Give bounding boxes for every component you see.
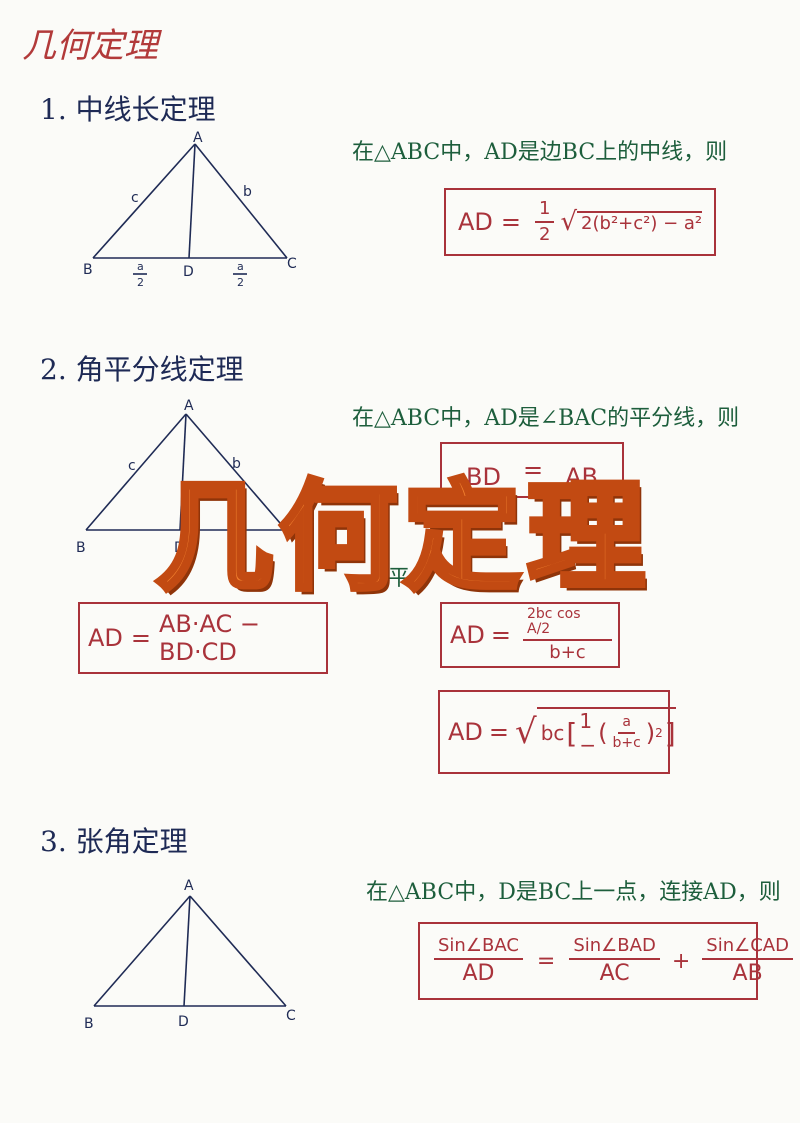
side-ab (85, 413, 187, 531)
length-lhs: AD (88, 624, 123, 652)
section-1-triangle-diagram: A B C D c b a 2 a 2 (83, 130, 297, 289)
vertex-c-label: C (286, 1008, 296, 1024)
formula-coef-fraction: 1 2 (535, 199, 555, 245)
bisector-ratio-formula-box: BD = AB (440, 442, 624, 498)
coef-den: 2 (539, 224, 551, 245)
bisector-sqrt-formula-box: AD = √ bc [ 1 − ( a b+c ) 2 ] (438, 690, 676, 774)
term-3-den: AB (732, 960, 763, 986)
point-d-label: D (183, 264, 194, 280)
sqrt-sign-icon: √ (515, 712, 537, 752)
sqrt-lhs: AD (448, 718, 483, 746)
cos-fraction: 2bc cos A/2 b+c (523, 606, 612, 664)
term-3-fraction: Sin∠CAD AB (702, 936, 793, 986)
ratio-lhs-num: BD (462, 463, 505, 495)
half-dc-den: 2 (237, 276, 244, 289)
page-title: 几何定理 (22, 26, 158, 66)
title-watermark-overlay: 几何定理 (152, 468, 651, 606)
side-ac (189, 895, 287, 1007)
term-2-den: AC (599, 960, 630, 986)
sqrt-power: 2 (655, 726, 663, 740)
term-1-fraction: Sin∠BAC AD (434, 936, 523, 986)
bisector-cos-formula-box: AD = 2bc cos A/2 b+c (440, 602, 620, 668)
vertex-a-label: A (184, 398, 194, 414)
sqrt-eq: = (488, 718, 510, 746)
side-c-label: c (128, 458, 136, 474)
side-ab (92, 143, 196, 259)
section-3-heading: 3. 张角定理 (40, 825, 188, 858)
formula-eq: = (500, 208, 522, 236)
sqrt-sign-icon: √ (560, 207, 578, 237)
coef-num: 1 (535, 199, 555, 223)
point-d-label: D (174, 540, 185, 556)
vertex-b-label: B (76, 540, 86, 556)
half-dc-num: a (237, 260, 244, 273)
section-2-statement: 在△ABC中，AD是∠BAC的平分线，则 (352, 406, 740, 431)
ratio-rhs-num: AB (561, 463, 602, 495)
ratio-eq: = (522, 456, 544, 484)
vertex-a-label: A (193, 130, 203, 146)
left-bracket-icon: [ (566, 716, 578, 750)
ratio-rhs: AB (561, 463, 602, 495)
side-ac (194, 143, 288, 259)
angle-theorem-formula-box: Sin∠BAC AD = Sin∠BAD AC + Sin∠CAD AB (418, 922, 793, 1000)
section-2-partial-text: 平分 (388, 566, 433, 591)
side-c-label: c (131, 190, 139, 206)
ratio-lhs: BD (462, 463, 505, 495)
half-bd-num: a (137, 260, 144, 273)
inner-den: b+c (612, 735, 641, 751)
half-bd-den: 2 (137, 276, 144, 289)
sqrt-inner-fraction: a b+c (608, 714, 644, 752)
sqrt-one-minus: 1 − (579, 709, 597, 757)
term-1-num: Sin∠BAC (434, 936, 523, 960)
point-d-label: D (178, 1014, 189, 1030)
cevian-ad (183, 895, 191, 1007)
side-b-label: b (232, 456, 241, 472)
right-paren-icon: ) (645, 719, 656, 747)
sqrt-bc: bc (540, 721, 565, 745)
left-paren-icon: ( (598, 719, 608, 747)
length-eq: = (130, 624, 152, 652)
vertex-b-label: B (84, 1016, 94, 1032)
formula-radicand: 2(b²+c²) − a² (577, 210, 703, 234)
bisector-ad (179, 413, 187, 531)
formula-lhs: AD (458, 208, 493, 236)
section-2-heading: 2. 角平分线定理 (40, 353, 244, 386)
section-2-triangle-diagram: A B D c b (76, 398, 287, 556)
cos-den: b+c (549, 642, 586, 664)
side-b-label: b (243, 184, 252, 200)
term-2-fraction: Sin∠BAD AC (569, 936, 660, 986)
cos-num: 2bc cos A/2 (523, 606, 612, 642)
vertex-a-label: A (184, 878, 194, 894)
vertex-b-label: B (83, 262, 93, 278)
formula-plus: + (671, 948, 691, 974)
side-ac (185, 413, 287, 531)
term-2-num: Sin∠BAD (569, 936, 660, 960)
side-ab (93, 895, 191, 1007)
term-1-den: AD (462, 960, 495, 986)
median-length-formula-box: AD = 1 2 √ 2(b²+c²) − a² (444, 188, 716, 256)
median-ad (188, 143, 196, 259)
section-3-triangle-diagram: A B C D (84, 878, 296, 1032)
term-3-num: Sin∠CAD (702, 936, 793, 960)
formula-eq: = (536, 948, 556, 974)
section-1-statement: 在△ABC中，AD是边BC上的中线，则 (352, 140, 728, 165)
inner-num: a (618, 714, 635, 734)
length-rhs: AB·AC − BD·CD (159, 610, 261, 666)
bisector-length-formula-box: AD = AB·AC − BD·CD (78, 602, 328, 674)
section-1-heading: 1. 中线长定理 (40, 93, 216, 126)
right-bracket-icon: ] (664, 716, 676, 750)
vertex-c-label: C (287, 256, 297, 272)
cos-eq: = (490, 621, 512, 649)
section-3-statement: 在△ABC中，D是BC上一点，连接AD，则 (366, 880, 781, 905)
sqrt-radicand: bc [ 1 − ( a b+c ) 2 ] (536, 707, 676, 757)
cos-lhs: AD (450, 621, 485, 649)
